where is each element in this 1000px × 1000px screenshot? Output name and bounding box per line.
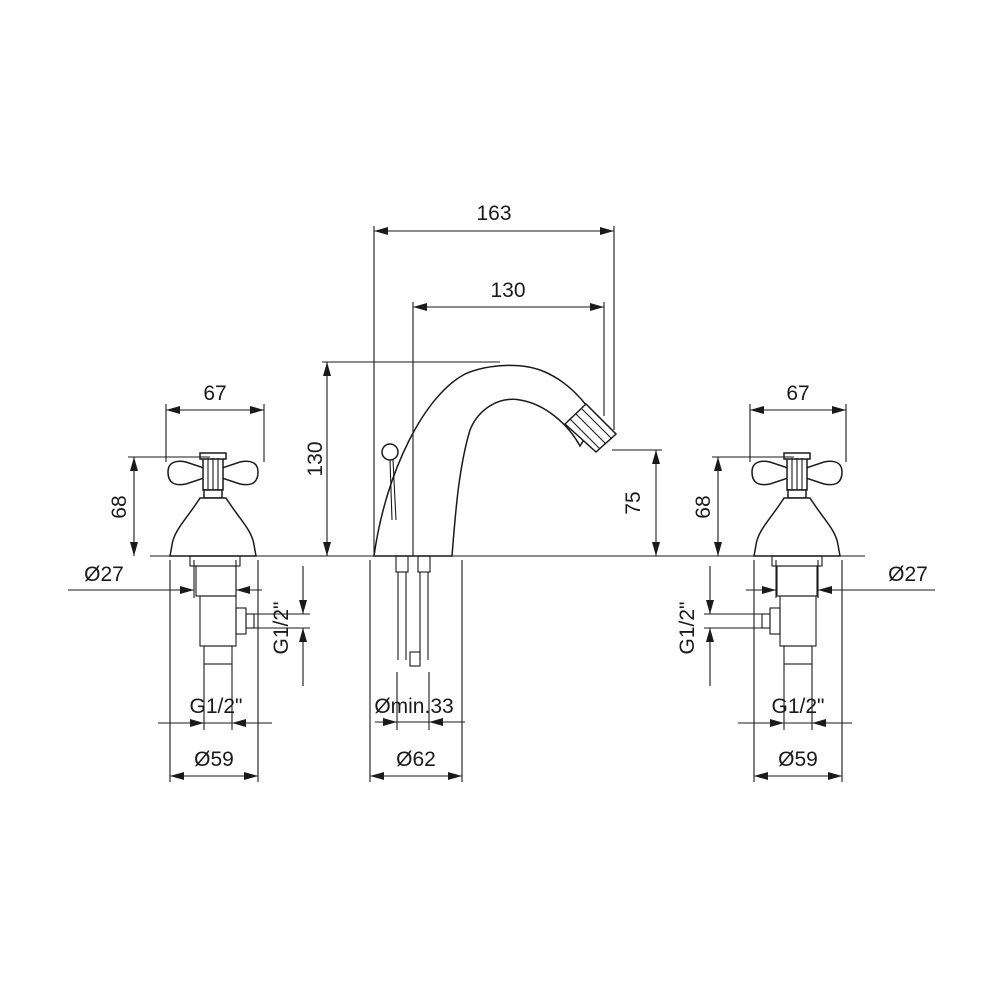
spout-tailpiece — [395, 555, 431, 667]
dimension-spout-width: 163 — [373, 202, 615, 556]
right-valve-shank — [761, 555, 823, 665]
dimension-spout-base: Ø62 — [369, 560, 463, 782]
label-hole-min: Ømin.33 — [374, 695, 453, 718]
dimension-left-base: Ø59 — [169, 560, 259, 782]
label-left-27: Ø27 — [84, 563, 124, 586]
dimension-right-shank: Ø27 — [746, 560, 935, 598]
label-right-68: 68 — [692, 495, 715, 518]
dimension-right-base: Ø59 — [753, 560, 843, 782]
right-valve-body — [753, 497, 841, 557]
dimension-left-shank: Ø27 — [68, 560, 262, 598]
left-valve-shank — [189, 555, 255, 665]
dimension-left-outlet-thread: G1/2" — [254, 566, 310, 686]
label-right-g12-inlet: G1/2" — [772, 695, 825, 718]
dimension-left-height: 68 — [108, 456, 210, 556]
left-valve — [167, 452, 259, 665]
left-valve-handle — [167, 452, 259, 499]
dimension-outlet-height: 75 — [612, 449, 662, 556]
dimension-spout-height: 130 — [304, 361, 500, 556]
dimension-spout-projection: 130 — [412, 279, 605, 556]
dimension-right-inlet-thread: G1/2" — [738, 664, 852, 730]
right-valve-handle — [751, 452, 843, 499]
label-130-projection: 130 — [490, 279, 525, 302]
dimension-left-handle-width: 67 — [165, 382, 265, 462]
popup-lever — [381, 443, 399, 521]
label-left-g12-inlet: G1/2" — [190, 695, 243, 718]
label-right-g12-outlet: G1/2" — [676, 602, 699, 655]
dimension-left-inlet-thread: G1/2" — [158, 664, 272, 730]
label-right-59: Ø59 — [778, 748, 818, 771]
spout-body — [373, 364, 618, 667]
right-valve — [751, 452, 843, 665]
dimension-right-outlet-thread: G1/2" — [676, 566, 762, 686]
label-left-68: 68 — [108, 495, 131, 518]
label-130-height: 130 — [304, 441, 327, 476]
dimension-right-height: 68 — [692, 456, 794, 556]
dimension-right-handle-width: 67 — [749, 382, 847, 462]
label-right-67: 67 — [786, 382, 809, 405]
label-left-g12-outlet: G1/2" — [270, 602, 293, 655]
label-right-27: Ø27 — [888, 563, 928, 586]
label-163: 163 — [476, 202, 511, 225]
left-valve-body — [169, 497, 257, 557]
label-left-59: Ø59 — [194, 748, 234, 771]
spout-aerator — [563, 402, 618, 454]
dimension-hole-min: Ømin.33 — [374, 672, 465, 730]
label-spout-base: Ø62 — [396, 748, 436, 771]
label-75: 75 — [622, 491, 645, 514]
label-left-67: 67 — [203, 382, 226, 405]
